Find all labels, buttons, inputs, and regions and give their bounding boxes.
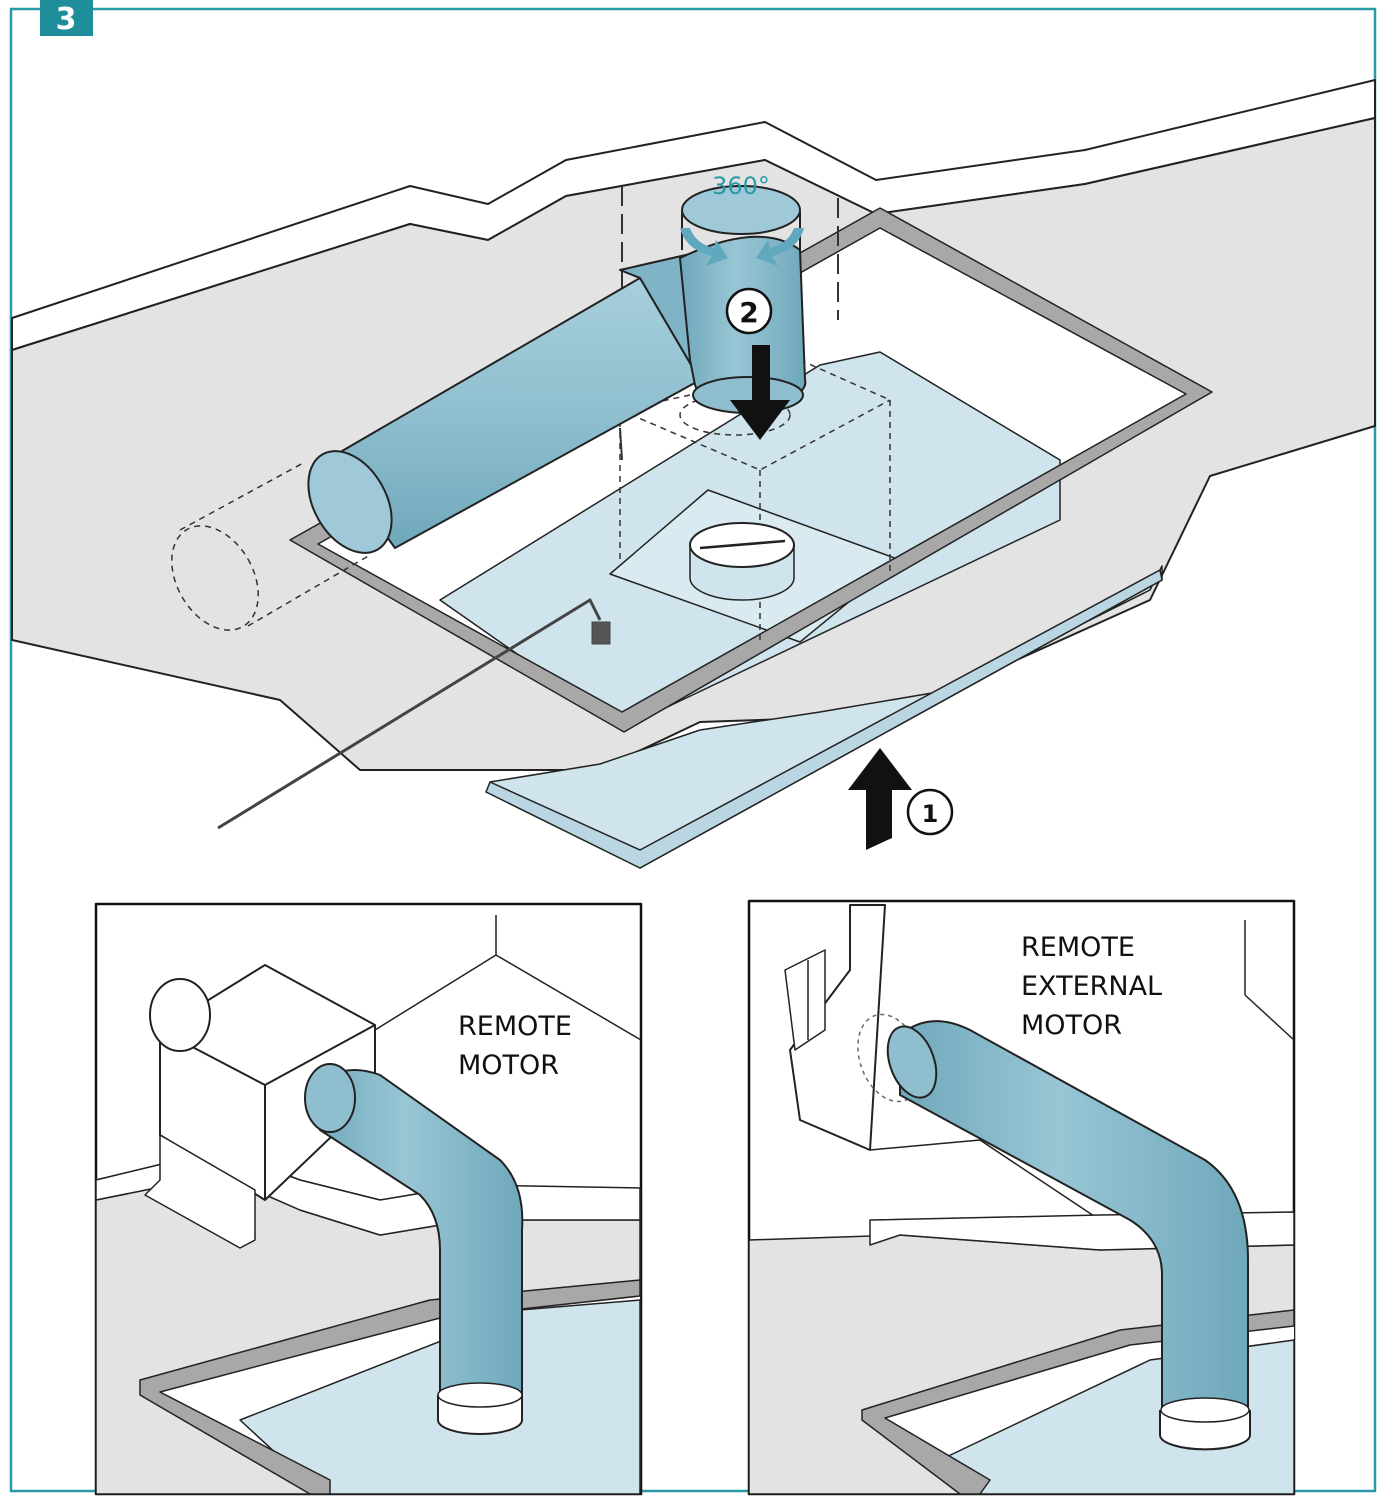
rotation-label: 360°	[712, 172, 770, 200]
figure-frame	[9, 7, 1377, 1493]
inset-remote-external-motor-label: REMOTE EXTERNAL MOTOR	[1021, 932, 1171, 1041]
callout-step-1-number: 1	[922, 800, 939, 828]
power-cord	[217, 598, 611, 830]
step-number: 3	[56, 2, 77, 37]
callout-step-2-number: 2	[739, 296, 758, 329]
rotation-arrows	[680, 228, 804, 266]
install-arrow-up	[848, 748, 912, 850]
callout-step-1: 1	[906, 788, 954, 836]
main-illustration: 360° 2 1	[11, 79, 1376, 869]
install-arrow-down	[730, 345, 790, 440]
step-badge: 3	[40, 0, 93, 37]
inset-remote-external-motor: REMOTE EXTERNAL MOTOR	[747, 899, 1296, 1496]
inset-remote-motor: REMOTE MOTOR	[94, 902, 643, 1496]
inset-remote-motor-label: REMOTE MOTOR	[458, 1011, 581, 1081]
callout-step-2: 2	[725, 287, 773, 335]
damper-collar	[689, 522, 795, 601]
ghost-duct	[171, 461, 371, 631]
hood-lip	[485, 569, 1163, 869]
